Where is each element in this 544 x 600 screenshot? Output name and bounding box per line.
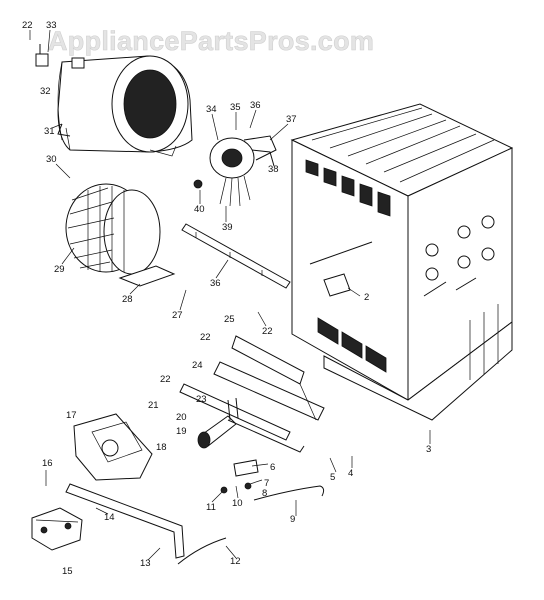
callout-22: 22 [22,20,33,31]
leader-lines [29,29,431,561]
pilot-assembly [220,459,259,494]
callout-35: 35 [230,102,241,113]
callout-20: 20 [176,412,187,423]
heat-exchanger [290,103,514,421]
callout-5: 5 [330,472,335,483]
blower-motor [193,135,277,207]
callout-40: 40 [194,204,205,215]
callout-6: 6 [270,462,275,473]
callout-16: 16 [42,458,53,469]
callout-30: 30 [46,154,57,165]
callout-36: 36 [250,100,261,111]
callout-32: 32 [40,86,51,97]
callout-31: 31 [44,126,55,137]
callout-29: 29 [54,264,65,275]
callout-13: 13 [140,558,151,569]
callout-10: 10 [232,498,243,509]
callout-14: 14 [104,512,115,523]
callout-22c: 22 [200,332,211,343]
callout-18: 18 [156,442,167,453]
motor-mount [118,265,176,287]
callout-4: 4 [348,468,353,479]
callout-numbers: 22 33 32 31 30 29 28 27 34 35 36 37 38 4… [22,20,431,577]
callout-39: 39 [222,222,233,233]
callout-23: 23 [196,394,207,405]
callout-15: 15 [62,566,73,577]
callout-28: 28 [122,294,133,305]
pilot-tubing [177,485,325,565]
watermark: AppliancePartsPros.com [48,26,374,56]
burner-assembly [179,383,305,453]
callout-7: 7 [264,478,269,489]
gas-manifold [65,483,185,559]
callout-8: 8 [262,488,267,499]
callout-21: 21 [148,400,159,411]
burner-bracket [213,335,325,421]
callout-3: 3 [426,444,431,455]
callout-27: 27 [172,310,183,321]
gas-valve [73,413,153,481]
mounting-bracket [35,44,49,67]
callout-12: 12 [230,556,241,567]
blower-housing [57,55,193,157]
callout-37: 37 [286,114,297,125]
blower-wheel [65,183,161,275]
callout-2: 2 [364,292,369,303]
callout-22d: 22 [160,374,171,385]
callout-24: 24 [192,360,203,371]
callout-38: 38 [268,164,279,175]
callout-11: 11 [206,502,216,513]
callout-34: 34 [206,104,217,115]
callout-22b: 22 [262,326,273,337]
callout-17: 17 [66,410,77,421]
callout-9: 9 [290,514,295,525]
callout-36b: 36 [210,278,221,289]
blower-rail [181,223,291,289]
callout-33: 33 [46,20,57,31]
callout-25: 25 [224,314,235,325]
ignition-module [31,507,83,551]
callout-19: 19 [176,426,187,437]
